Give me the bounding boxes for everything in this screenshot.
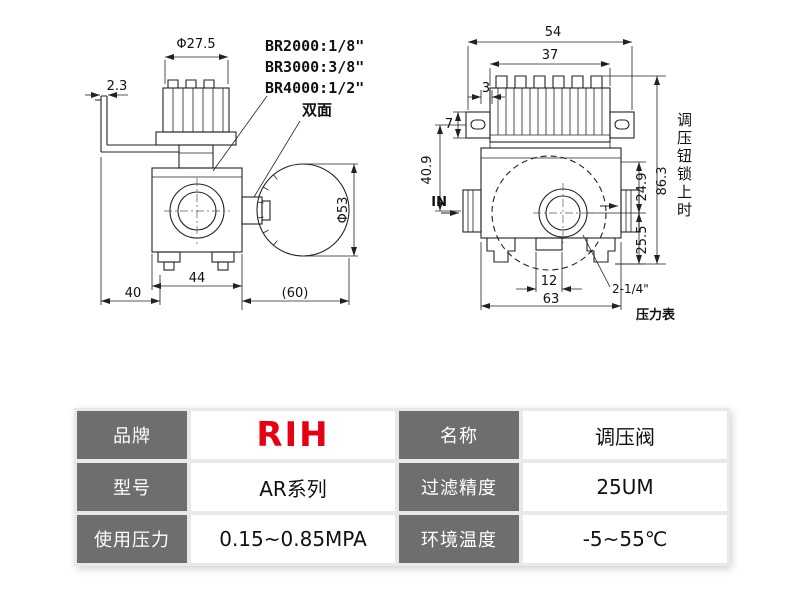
spec-label-temperature: 环境温度 (399, 515, 519, 563)
dim-ear-height: 7 (445, 117, 453, 132)
dim-upper-height: 40.9 (420, 156, 435, 185)
port-in-label: IN (431, 195, 447, 210)
thread-gauge-label: 2-1/4" (612, 282, 649, 296)
note-knob-locked: 调压钮锁上时 (675, 112, 693, 220)
spec-value-brand: RIH (191, 411, 395, 459)
dim-top-width-lines (467, 39, 633, 110)
knob-side (155, 79, 237, 146)
thread-leader-line (212, 95, 268, 172)
spec-value-temperature: -5~55℃ (523, 515, 727, 563)
dim-body-width: 44 (189, 271, 206, 286)
spec-table: 品牌 RIH 名称 调压阀 型号 AR系列 过滤精度 25UM 使用压力 0.1… (74, 408, 730, 566)
dim-knob-width: 37 (542, 48, 559, 63)
spec-label-pressure: 使用压力 (77, 515, 187, 563)
spec-label-filtration: 过滤精度 (399, 463, 519, 511)
double-sided-leader-line (253, 120, 301, 198)
dim-right-width: (60) (282, 286, 309, 301)
dim-knob-diameter-lines (164, 54, 229, 84)
gauge-port (533, 183, 593, 243)
dim-bottom-width: 63 (543, 292, 560, 307)
dim-bottom-small-lines (516, 252, 582, 292)
dim-knob-diameter: Φ27.5 (176, 37, 215, 52)
spec-value-pressure: 0.15~0.85MPA (191, 515, 395, 563)
dim-rib: 3 (482, 81, 490, 96)
dim-top-width: 54 (545, 25, 562, 40)
spec-value-model: AR系列 (191, 463, 395, 511)
dim-bottom-width-lines (480, 242, 622, 310)
dim-gauge-diameter-lines (303, 163, 358, 257)
pressure-gauge-side (241, 163, 350, 257)
drawing-front-view: 54 37 3 7 (420, 25, 676, 323)
technical-drawings: Φ27.5 2.3 (85, 25, 676, 323)
valve-body-side (151, 167, 243, 253)
spec-label-name: 名称 (399, 411, 519, 459)
dim-right-width-lines (242, 258, 350, 305)
dim-left-width: 40 (125, 286, 142, 301)
mounting-bracket (95, 95, 179, 153)
spec-value-name: 调压阀 (523, 411, 727, 459)
dim-bracket-thickness: 2.3 (107, 79, 128, 94)
thread-gauge-leader-line (582, 234, 611, 288)
thread-option-2: BR3000:3/8" (265, 58, 364, 76)
valve-neck (178, 144, 214, 169)
feet-front (486, 237, 616, 263)
knob-front (489, 75, 611, 143)
thread-option-1: BR2000:1/8" (265, 37, 364, 55)
dim-rib-lines (468, 90, 505, 104)
spec-label-model: 型号 (77, 463, 187, 511)
gauge-label: 压力表 (636, 307, 676, 323)
spec-label-brand: 品牌 (77, 411, 187, 459)
dim-lower-right: 25.5 (635, 226, 650, 255)
dim-knob-width-lines (489, 61, 611, 86)
dim-left-width-lines (100, 157, 161, 305)
dim-total-height-lines (603, 75, 666, 265)
spec-value-filtration: 25UM (523, 463, 727, 511)
dim-gauge-diameter: Φ53 (336, 197, 351, 224)
thread-option-3: BR4000:1/2" (265, 79, 364, 97)
feet-side (157, 251, 235, 271)
mounting-ears (465, 111, 635, 139)
dim-bottom-small: 12 (541, 274, 558, 289)
dim-upper-right: 24.9 (635, 173, 650, 202)
note-double-sided: 双面 (302, 101, 332, 119)
drawing-side-view: Φ27.5 2.3 (85, 37, 364, 310)
